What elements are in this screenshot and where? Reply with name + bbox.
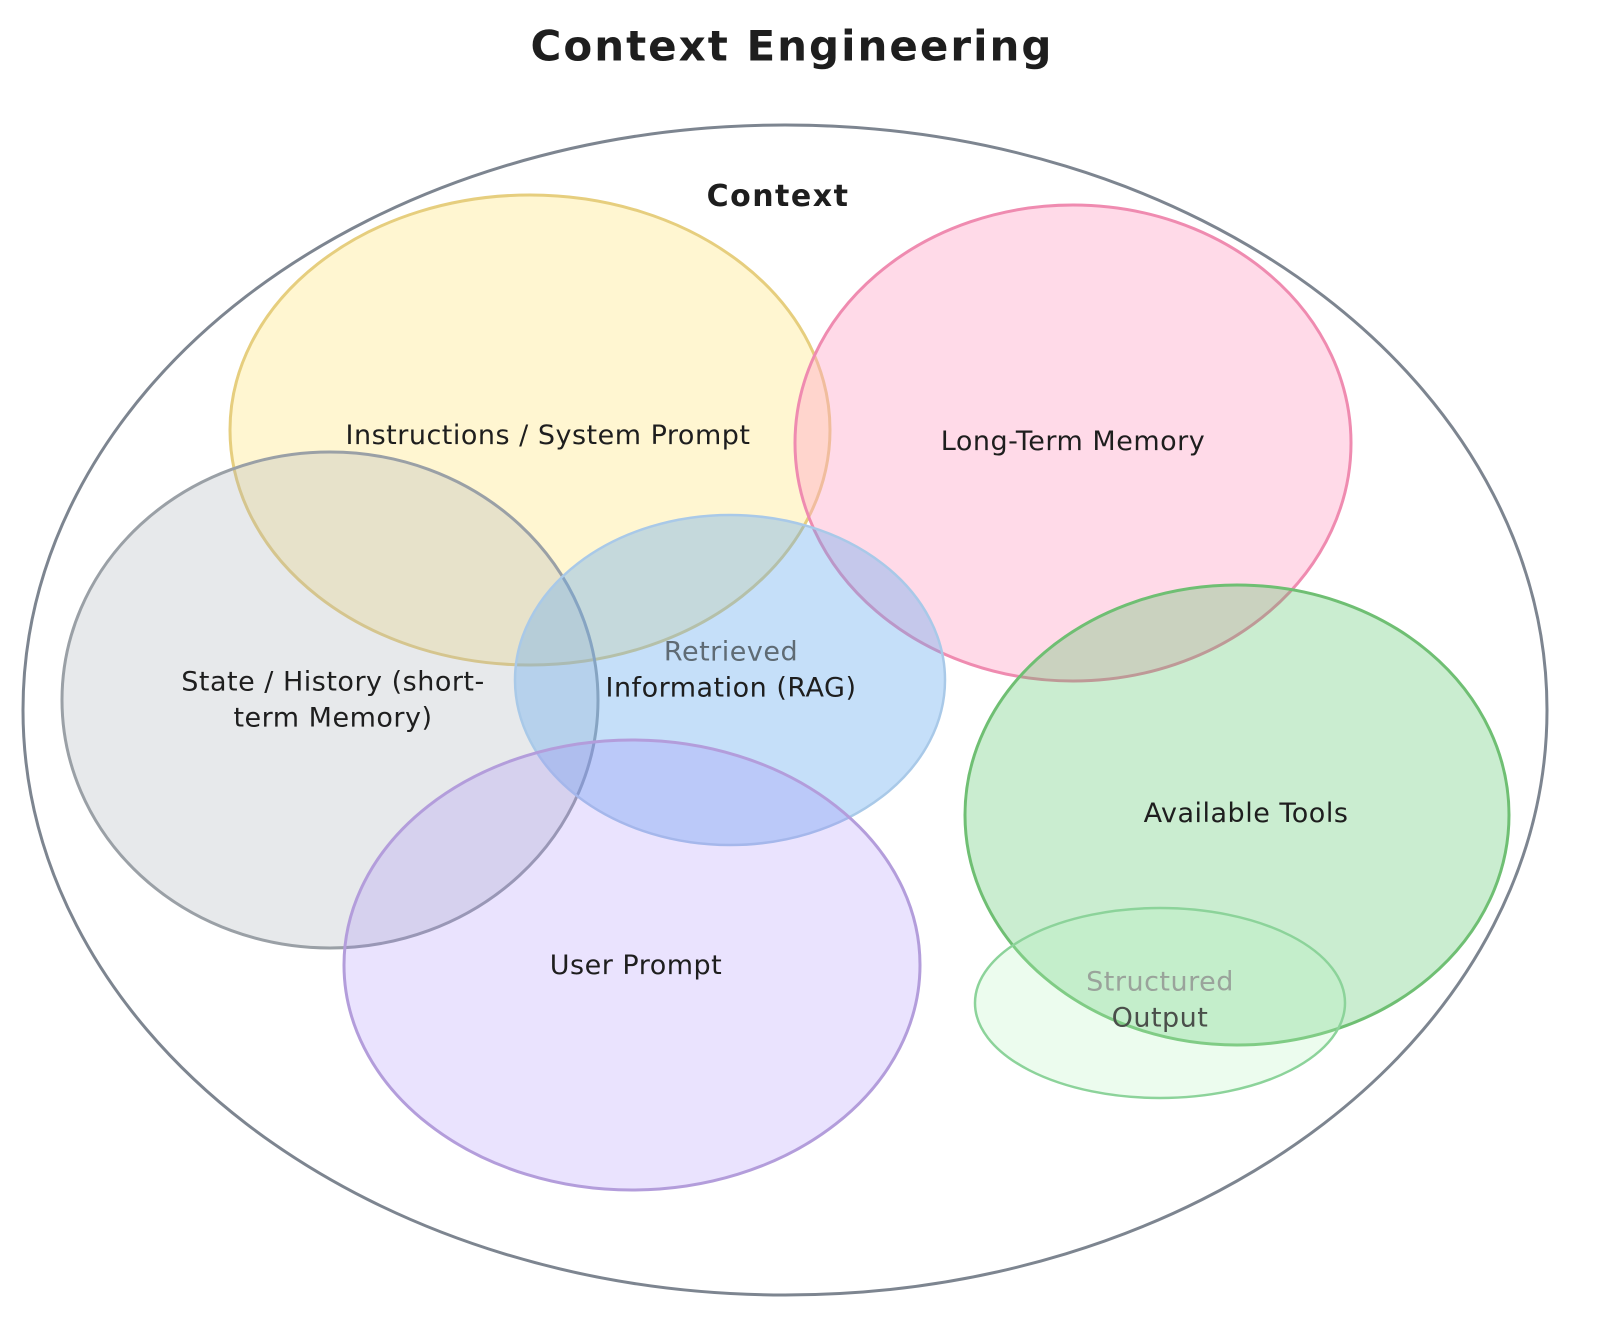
retrieved-information-label: Retrieved Information (RAG) — [605, 635, 856, 708]
diagram-title: Context Engineering — [530, 21, 1054, 71]
structured-output-ellipse — [973, 906, 1347, 1100]
retrieved-information-ellipse — [513, 513, 947, 847]
instructions-ellipse — [228, 193, 832, 667]
structured-output-label-line1: Structured — [1086, 966, 1234, 998]
context-ellipse — [21, 123, 1549, 1297]
state-history-ellipse — [60, 450, 600, 950]
state-history-label-line1: State / History (short- — [181, 666, 485, 698]
state-history-label: State / History (short- term Memory) — [181, 665, 485, 738]
available-tools-ellipse — [963, 583, 1511, 1047]
structured-output-label-line2: Output — [1111, 1003, 1209, 1034]
state-history-label-line2: term Memory) — [233, 703, 433, 734]
structured-output-label: Structured Output — [1086, 965, 1234, 1038]
long-term-memory-label: Long-Term Memory — [940, 425, 1206, 457]
user-prompt-ellipse — [342, 738, 922, 1192]
available-tools-label: Available Tools — [1143, 797, 1349, 829]
retrieved-information-label-line2: Information (RAG) — [605, 673, 857, 704]
user-prompt-label: User Prompt — [549, 949, 723, 981]
long-term-memory-ellipse — [793, 203, 1353, 683]
instructions-label: Instructions / System Prompt — [345, 419, 751, 451]
retrieved-information-label-line1: Retrieved — [663, 636, 799, 668]
context-label: Context — [706, 178, 850, 214]
